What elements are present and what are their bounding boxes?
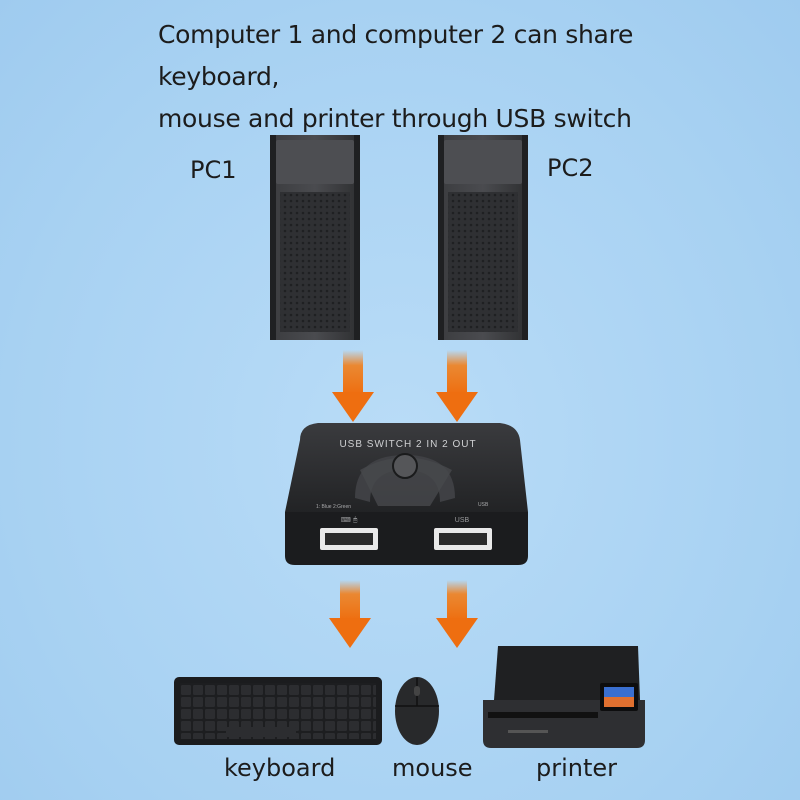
- usb-switch-device: [285, 423, 528, 565]
- switch-top-port-label: USB: [478, 502, 489, 508]
- pc1-label: PC1: [190, 156, 237, 184]
- switch-right-port-label: USB: [455, 517, 470, 524]
- switch-title: USB SWITCH 2 IN 2 OUT: [339, 439, 476, 450]
- keyboard-icon: [174, 677, 382, 745]
- arrow-down-icon: [436, 350, 478, 422]
- switch-left-port-label: ⌨ 🖱: [341, 516, 358, 524]
- switch-mode-text: 1: Blue 2:Green: [316, 504, 351, 510]
- headline: Computer 1 and computer 2 can share keyb…: [158, 14, 758, 140]
- headline-line-1: Computer 1 and computer 2 can share keyb…: [158, 20, 634, 91]
- switch-button-icon: [392, 453, 418, 479]
- printer-icon: [483, 646, 645, 748]
- mouse-icon: [395, 677, 439, 745]
- pc1-tower-icon: [270, 135, 360, 340]
- arrow-down-icon: [332, 350, 374, 422]
- headline-line-2: mouse and printer through USB switch: [158, 104, 632, 133]
- arrow-down-icon: [436, 580, 478, 648]
- mouse-label: mouse: [392, 754, 473, 782]
- keyboard-label: keyboard: [224, 754, 336, 782]
- printer-label: printer: [536, 754, 618, 782]
- pc2-label: PC2: [547, 154, 594, 182]
- pc2-tower-icon: [438, 135, 528, 340]
- arrow-down-icon: [329, 580, 371, 648]
